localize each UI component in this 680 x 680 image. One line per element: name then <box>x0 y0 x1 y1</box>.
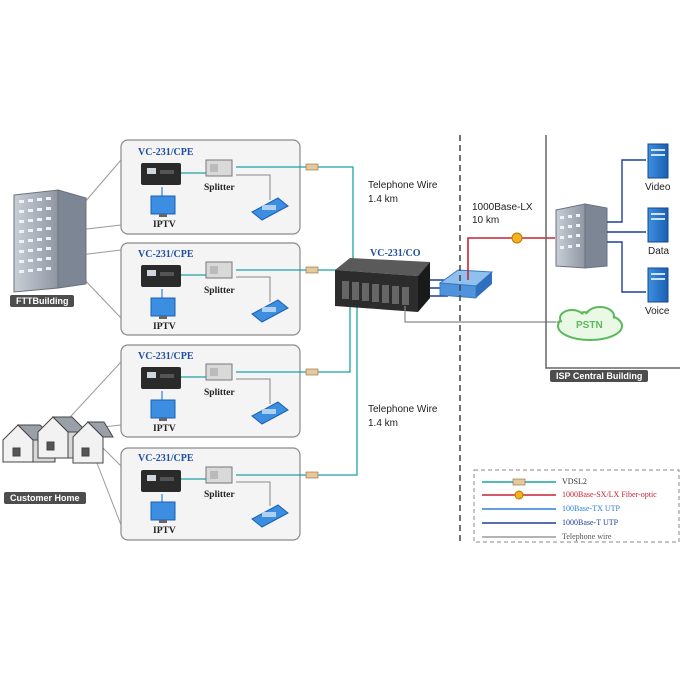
video-server-icon <box>647 143 669 179</box>
vdsl2-lines <box>181 166 358 480</box>
voice-server-icon <box>647 267 669 303</box>
wire-distance-top: 1.4 km <box>368 194 399 205</box>
legend-item-100base-tx: 100Base-TX UTP <box>562 504 620 513</box>
legend-item-telephone-wire: Telephone wire <box>562 532 612 541</box>
iptv-monitor-icon-3 <box>150 399 176 421</box>
wire-label-top: Telephone Wire <box>368 180 438 191</box>
iptv-label: IPTV <box>153 526 176 536</box>
iptv-monitor-icon-4 <box>150 501 176 523</box>
splitter-icon-3 <box>205 363 233 381</box>
legend-swatches <box>482 478 556 538</box>
cpe-device-2 <box>141 265 181 287</box>
voice-server-label: Voice <box>645 306 670 317</box>
co-model-label: VC-231/CO <box>370 248 421 259</box>
isp-building-icon <box>555 203 608 269</box>
cpe-device-3 <box>141 367 181 389</box>
splitter-icon-4 <box>205 466 233 484</box>
cpe-model-label: VC-231/CPE <box>138 249 194 260</box>
pstn-label: PSTN <box>576 320 603 331</box>
telephone-wires <box>236 174 271 506</box>
ftt-building-label: FTTBuilding <box>10 295 75 307</box>
phone-icon-1 <box>251 197 289 221</box>
network-switch-icon <box>438 269 494 299</box>
data-server-icon <box>647 207 669 243</box>
fiber-type-label: 1000Base-LX <box>472 202 533 213</box>
fiber-link <box>467 232 555 280</box>
legend-item-1000base-t: 1000Base-T UTP <box>562 518 619 527</box>
splitter-icon-2 <box>205 261 233 279</box>
co-chassis-icon <box>335 258 430 312</box>
legend-item-fiber: 1000Base-SX/LX Fiber-optic <box>562 490 657 499</box>
isp-building-label: ISP Central Building <box>550 370 649 382</box>
splitter-icon-1 <box>205 159 233 177</box>
cpe-device-4 <box>141 470 181 492</box>
splitter-label: Splitter <box>204 388 235 398</box>
iptv-label: IPTV <box>153 424 176 434</box>
video-server-label: Video <box>645 182 671 193</box>
iptv-label: IPTV <box>153 220 176 230</box>
phone-icon-4 <box>251 504 289 528</box>
pstn-cloud-icon <box>557 306 623 341</box>
pstn-link <box>404 306 562 325</box>
iptv-label: IPTV <box>153 322 176 332</box>
isp-bracket <box>545 135 680 369</box>
cpe-model-label: VC-231/CPE <box>138 453 194 464</box>
ftt-building-icon <box>13 189 87 293</box>
phone-icon-3 <box>251 401 289 425</box>
cpe-model-label: VC-231/CPE <box>138 147 194 158</box>
cpe-device-1 <box>141 163 181 185</box>
cpe-model-label: VC-231/CPE <box>138 351 194 362</box>
fiber-distance-label: 10 km <box>472 215 500 226</box>
wire-distance-bottom: 1.4 km <box>368 418 399 429</box>
phone-icon-2 <box>251 299 289 323</box>
splitter-label: Splitter <box>204 183 235 193</box>
server-links <box>607 159 646 293</box>
iptv-monitor-icon-1 <box>150 195 176 217</box>
iptv-monitor-icon-2 <box>150 297 176 319</box>
vdsl2-connectors <box>305 163 319 479</box>
data-server-label: Data <box>648 246 670 257</box>
splitter-label: Splitter <box>204 286 235 296</box>
legend-item-vdsl2: VDSL2 <box>562 477 587 486</box>
customer-home-label: Customer Home <box>4 492 86 504</box>
wire-label-bottom: Telephone Wire <box>368 404 438 415</box>
splitter-label: Splitter <box>204 490 235 500</box>
customer-home-icon <box>2 416 114 464</box>
